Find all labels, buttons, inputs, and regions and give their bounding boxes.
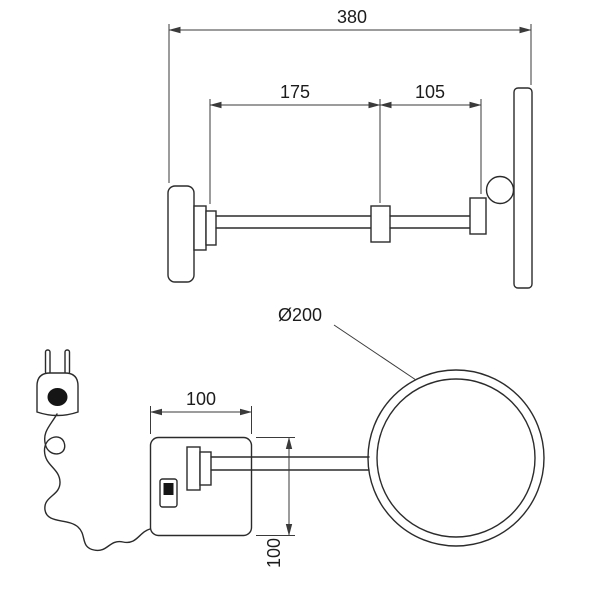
ball-joint [485, 175, 515, 205]
dimension-mirror-diameter: Ø200 [278, 305, 417, 381]
plug-pin-left [44, 349, 51, 375]
diameter-leader-line [333, 324, 417, 381]
dim-label-plate-width: 100 [186, 389, 216, 409]
front-view: Ø200 100 100 [36, 305, 545, 568]
plug-pin-right [64, 349, 71, 375]
plate-bracket-inner [205, 210, 217, 246]
power-plug [36, 349, 151, 552]
dim-label-diameter: Ø200 [278, 305, 322, 325]
plug-cable-grommet [47, 388, 68, 406]
wall-plate-front [149, 436, 253, 537]
power-cord [43, 413, 151, 552]
dim-label-arm-outer: 105 [415, 82, 445, 102]
power-switch [159, 478, 178, 508]
plate-bracket-front-outer [186, 446, 201, 491]
mirror-rim-inner [376, 378, 536, 538]
elbow-joint [370, 205, 391, 243]
plate-bracket-front-inner [199, 451, 212, 486]
wall-plate-side [167, 185, 195, 283]
dimension-plate-width: 100 [150, 389, 252, 434]
dim-label-plate-height: 100 [264, 538, 284, 568]
mirror-edge-profile [513, 87, 533, 289]
dimension-plate-height: 100 [256, 437, 295, 568]
dim-label-total-width: 380 [337, 7, 367, 27]
side-view: 380 175 105 [167, 7, 533, 289]
dimension-total-width: 380 [168, 7, 532, 183]
plate-bracket-outer [193, 205, 207, 251]
mirror-bracket [469, 197, 487, 235]
dim-label-arm-inner: 175 [280, 82, 310, 102]
dimension-arm-segments: 175 105 [209, 82, 482, 204]
mirror-rim-outer [367, 369, 545, 547]
power-switch-rocker [163, 483, 174, 495]
